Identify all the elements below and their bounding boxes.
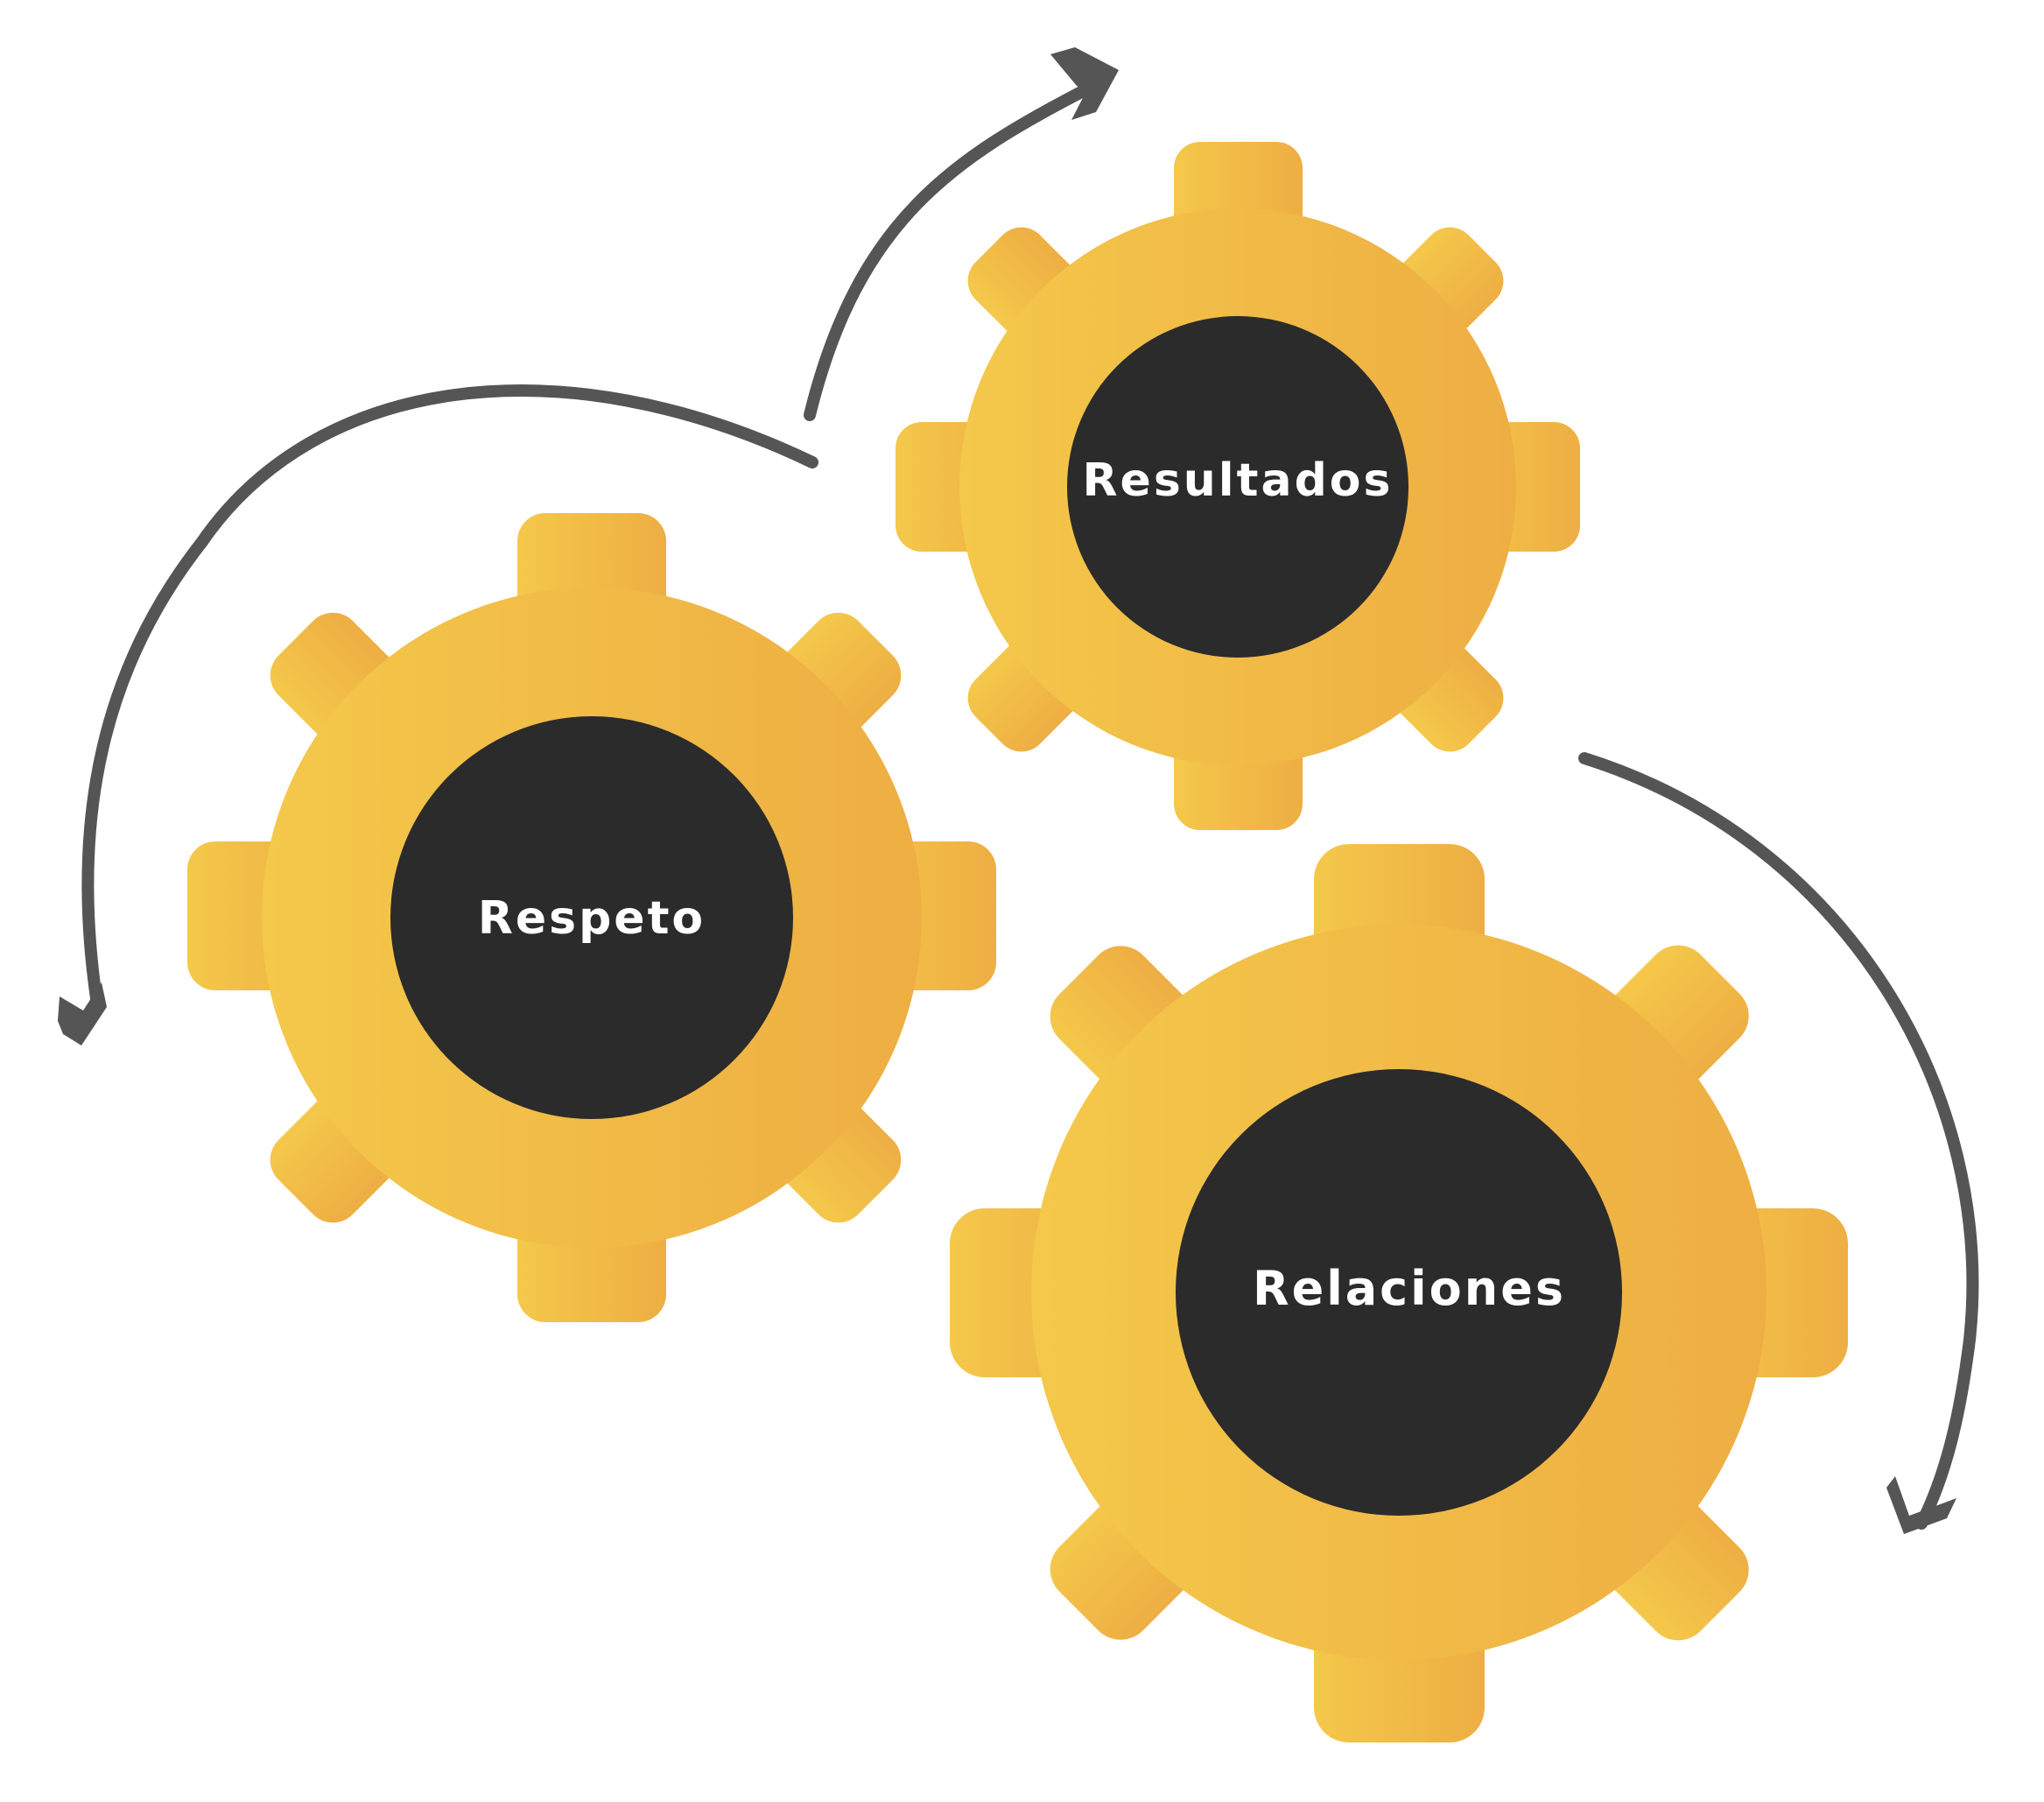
- gear-respeto-hub: [390, 716, 793, 1119]
- gear-respeto-label: Respeto: [478, 892, 706, 945]
- gear-relaciones-hub: [1176, 1069, 1622, 1516]
- gear-relaciones-label: Relaciones: [1253, 1261, 1566, 1316]
- arrow-heads: [58, 47, 1956, 1534]
- arrowhead-top: [1050, 47, 1119, 120]
- arrowhead-left: [58, 982, 107, 1045]
- arrow-left: [81, 384, 818, 1004]
- arrow-top: [804, 81, 1096, 421]
- arrow-right: [1578, 752, 1979, 1530]
- gear-relaciones: Relaciones: [950, 844, 1848, 1742]
- gear-respeto: Respeto: [187, 513, 996, 1322]
- gear-resultados: Resultados: [896, 142, 1580, 830]
- gear-resultados-hub: [1067, 316, 1408, 658]
- cycle-arrows: [81, 81, 1979, 1530]
- gear-resultados-label: Resultados: [1083, 454, 1394, 507]
- arrowhead-right: [1886, 1476, 1956, 1534]
